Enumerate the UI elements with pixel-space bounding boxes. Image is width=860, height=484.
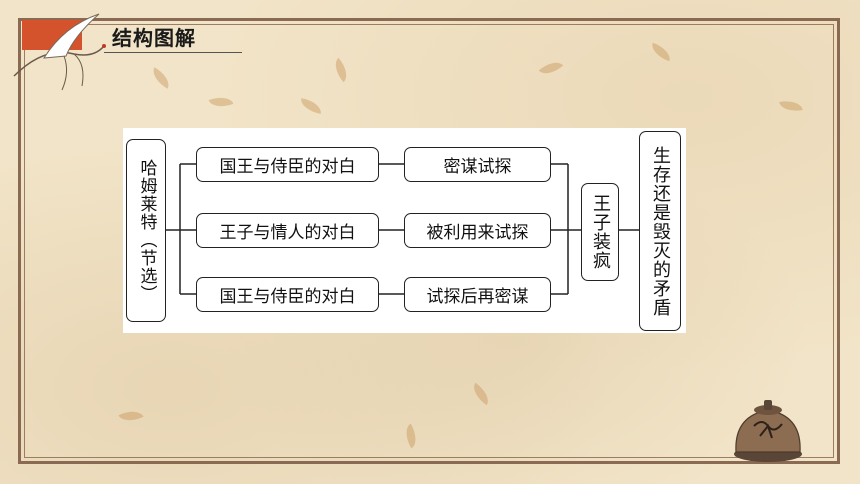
frame-inner: [24, 24, 834, 458]
merge-box: 王子装疯: [581, 183, 619, 281]
action-box: 被利用来试探: [404, 213, 551, 248]
crane-icon: [13, 13, 106, 91]
action-box: 密谋试探: [404, 147, 551, 182]
dialogue-box: 国王与侍臣的对白: [196, 147, 379, 182]
connector-lines: [166, 163, 639, 295]
structure-diagram: 哈姆莱特（节选） 国王与侍臣的对白 王子与情人的对白 国王与侍臣的对白 密谋试探…: [123, 128, 686, 333]
bowl-icon: [734, 400, 802, 462]
frame-outer: [18, 18, 840, 464]
dialogue-box: 国王与侍臣的对白: [196, 277, 379, 312]
dialogue-box: 王子与情人的对白: [196, 213, 379, 248]
root-box: 哈姆莱特（节选）: [126, 139, 166, 322]
conclusion-box: 生存还是毁灭的矛盾: [639, 131, 681, 331]
title-underline: [104, 52, 242, 53]
section-title: 结构图解: [112, 26, 196, 50]
action-box: 试探后再密谋: [404, 277, 551, 312]
